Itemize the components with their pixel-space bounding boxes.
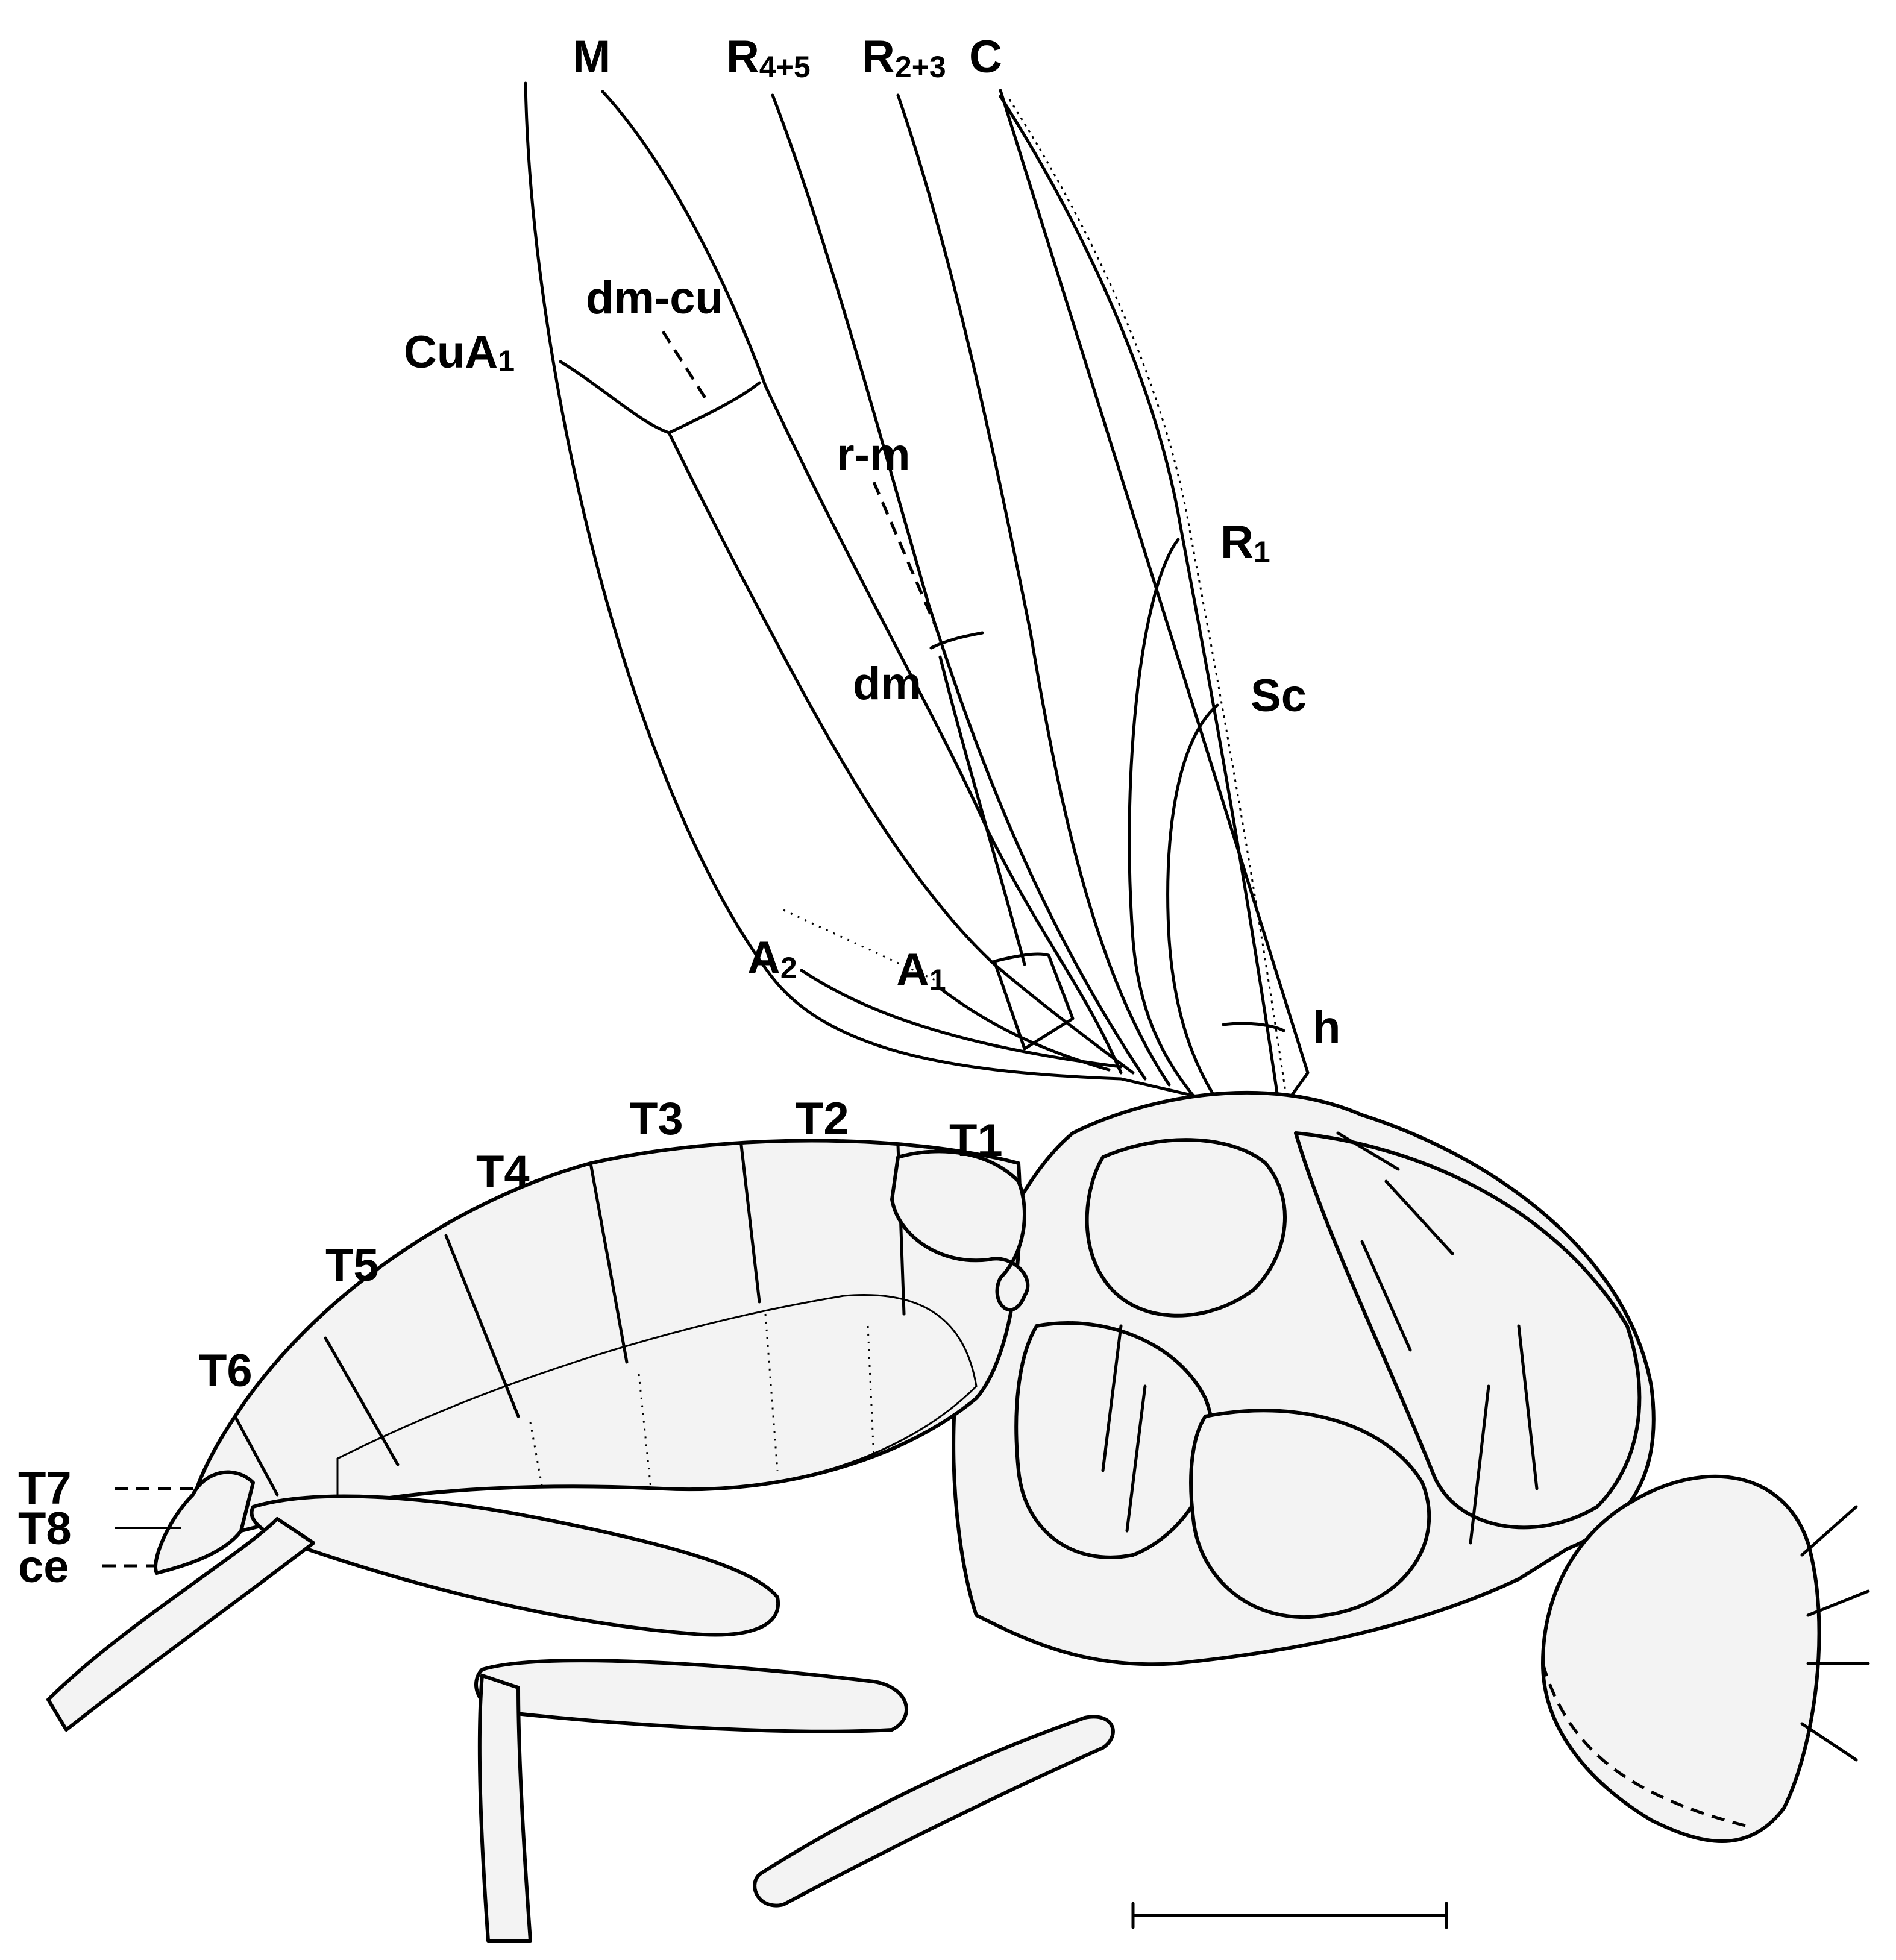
m-vein bbox=[601, 90, 1123, 1075]
tergite-boundary bbox=[589, 1161, 629, 1364]
wing-outline bbox=[524, 81, 1310, 1117]
pleural-sclerite bbox=[1014, 1321, 1215, 1559]
wing bbox=[524, 81, 1310, 1185]
label-t5: T5 bbox=[325, 1240, 379, 1291]
label-dm-cu: dm-cu bbox=[586, 272, 723, 324]
label-t2: T2 bbox=[796, 1093, 849, 1145]
legs bbox=[46, 1494, 1115, 1943]
label-cua1: CuA1 bbox=[404, 327, 515, 378]
t1-lobe bbox=[890, 1149, 1030, 1312]
sternite-dotted bbox=[867, 1325, 875, 1459]
mid-tibia bbox=[477, 1674, 532, 1943]
label-r23-main: R bbox=[862, 31, 895, 83]
dm-cu-crossvein bbox=[667, 381, 761, 435]
coxa-sclerite bbox=[1189, 1409, 1431, 1619]
r-m-leader bbox=[872, 482, 939, 630]
sc-vein bbox=[1166, 703, 1243, 1135]
label-r45-sub: 4+5 bbox=[759, 50, 811, 84]
thorax-bristle bbox=[1101, 1324, 1123, 1472]
label-r45: R4+5 bbox=[726, 31, 811, 84]
head bbox=[1541, 1474, 1870, 1843]
thorax-bristle bbox=[1517, 1324, 1539, 1490]
abdomen bbox=[154, 1139, 1030, 1575]
label-r45-main: R bbox=[726, 31, 759, 83]
basal-crossvein bbox=[993, 952, 1075, 1051]
scale-bar bbox=[1131, 1902, 1448, 1929]
r1-vein bbox=[1128, 538, 1201, 1105]
scutum-hump bbox=[1294, 1131, 1642, 1530]
costa-vein bbox=[999, 95, 1292, 1183]
label-r-m: r-m bbox=[837, 429, 910, 480]
hind-tibia bbox=[46, 1517, 315, 1732]
label-a2-sub: 2 bbox=[780, 951, 797, 985]
label-t8: T8 bbox=[18, 1503, 72, 1554]
r-m-crossvein bbox=[929, 631, 984, 650]
label-r23: R2+3 bbox=[862, 31, 946, 84]
sternite-dotted bbox=[764, 1313, 779, 1471]
costa-serration bbox=[1008, 99, 1300, 1185]
label-t4: T4 bbox=[476, 1146, 530, 1198]
thorax bbox=[952, 1090, 1656, 1666]
head-outline bbox=[1541, 1474, 1821, 1843]
wing-base-sclerite bbox=[1085, 1138, 1287, 1318]
label-cua1-main: CuA bbox=[404, 327, 498, 378]
sternite-dotted bbox=[529, 1422, 544, 1489]
label-r1-main: R bbox=[1220, 517, 1254, 568]
r23-vein bbox=[896, 93, 1171, 1087]
hind-femur bbox=[250, 1494, 780, 1637]
r45-vein bbox=[771, 93, 1147, 1081]
fore-tibia bbox=[753, 1715, 1115, 1908]
label-c: C bbox=[969, 31, 1002, 83]
label-m: M bbox=[573, 31, 611, 83]
label-a1-main: A bbox=[896, 944, 929, 996]
cua1-vein bbox=[559, 360, 1135, 1075]
mid-femur bbox=[474, 1659, 908, 1733]
label-r1-sub: 1 bbox=[1254, 535, 1270, 569]
label-t3: T3 bbox=[630, 1093, 683, 1145]
abdomen-sternite-area bbox=[336, 1294, 978, 1508]
label-h: h bbox=[1313, 1002, 1340, 1053]
head-inner-dashed bbox=[1541, 1663, 1748, 1828]
a1-fold-dotted bbox=[783, 909, 941, 984]
head-bristle bbox=[1800, 1722, 1858, 1762]
label-cua1-sub: 1 bbox=[498, 344, 515, 378]
tergite-boundary bbox=[324, 1336, 400, 1466]
dm-cu-leader bbox=[661, 330, 707, 399]
dm-cell-lower bbox=[938, 655, 1026, 966]
thorax-bristle bbox=[1125, 1384, 1147, 1533]
head-bristle bbox=[1800, 1505, 1858, 1557]
label-dm: dm bbox=[853, 658, 921, 709]
label-a2: A2 bbox=[747, 932, 797, 985]
humeral-crossvein bbox=[1222, 1022, 1285, 1032]
thorax-bristle bbox=[1469, 1384, 1490, 1545]
a2-vein bbox=[800, 969, 1123, 1069]
label-a1: A1 bbox=[896, 944, 946, 997]
label-a1-sub: 1 bbox=[929, 963, 946, 997]
a1-vein bbox=[938, 987, 1111, 1072]
label-a2-main: A bbox=[747, 932, 780, 984]
label-t6: T6 bbox=[199, 1345, 253, 1396]
label-sc: Sc bbox=[1251, 670, 1307, 721]
label-r1: R1 bbox=[1220, 517, 1270, 569]
head-bristle bbox=[1806, 1589, 1870, 1617]
tergite-boundary bbox=[233, 1415, 279, 1497]
tergite-boundary bbox=[739, 1143, 761, 1304]
label-r23-sub: 2+3 bbox=[895, 50, 946, 84]
thorax-bristle bbox=[1360, 1240, 1412, 1352]
label-t7: T7 bbox=[18, 1463, 72, 1514]
label-ce: ce bbox=[18, 1541, 69, 1592]
tergite-boundary bbox=[444, 1234, 520, 1418]
thorax-bristle bbox=[1384, 1179, 1454, 1255]
label-t1: T1 bbox=[949, 1115, 1003, 1166]
terminalia bbox=[154, 1470, 255, 1575]
thorax-bristle bbox=[1336, 1131, 1400, 1171]
